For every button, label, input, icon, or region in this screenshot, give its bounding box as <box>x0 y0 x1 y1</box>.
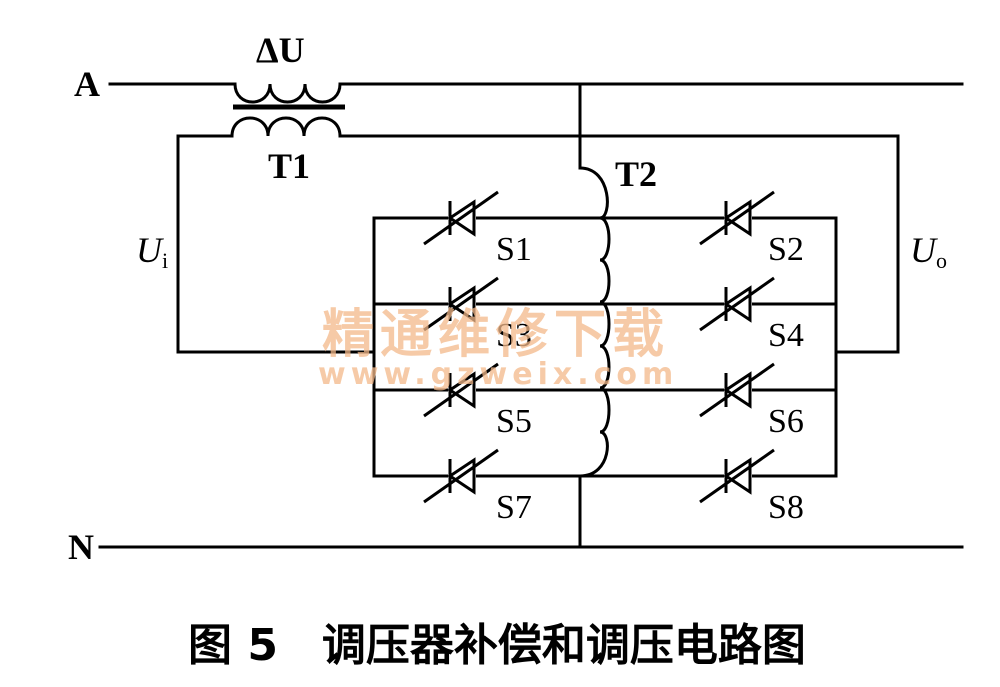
uo-label: U <box>910 230 938 270</box>
t1-primary-coil <box>233 82 345 104</box>
switch-label-s8: S8 <box>768 489 804 526</box>
switch-label-s7: S7 <box>496 489 532 526</box>
switch-label-s4: S4 <box>768 317 804 354</box>
switch-layer <box>423 190 775 504</box>
switch-s3 <box>423 276 499 332</box>
switch-s4 <box>699 276 775 332</box>
ui-loop-wire <box>176 134 376 354</box>
switch-s2 <box>699 190 775 246</box>
ui-subscript: i <box>162 248 168 273</box>
uo-loop-wire <box>343 134 900 354</box>
switch-label-s3: S3 <box>496 317 532 354</box>
uo-subscript: o <box>936 248 947 273</box>
neutral-label: N <box>68 527 94 567</box>
switch-label-s2: S2 <box>768 231 804 268</box>
watermark-chinese: 精通维修下载 <box>322 305 670 365</box>
switch-label-s6: S6 <box>768 403 804 440</box>
switch-label-s5: S5 <box>496 403 532 440</box>
phase-label: A <box>74 64 100 104</box>
t1-secondary-coil <box>230 116 345 138</box>
ui-label: U <box>136 230 164 270</box>
delta-u-label: ΔU <box>256 30 305 70</box>
figure-caption: 图 5 调压器补偿和调压电路图 <box>188 620 806 671</box>
t2-label: T2 <box>615 154 657 194</box>
t1-label: T1 <box>268 146 310 186</box>
watermark-url: www.gzweix.com <box>318 357 678 392</box>
switch-s6 <box>699 362 775 418</box>
switch-s8 <box>699 448 775 504</box>
switch-label-s1: S1 <box>496 231 532 268</box>
switch-s7 <box>423 448 499 504</box>
switch-s1 <box>423 190 499 246</box>
switch-s5 <box>423 362 499 418</box>
